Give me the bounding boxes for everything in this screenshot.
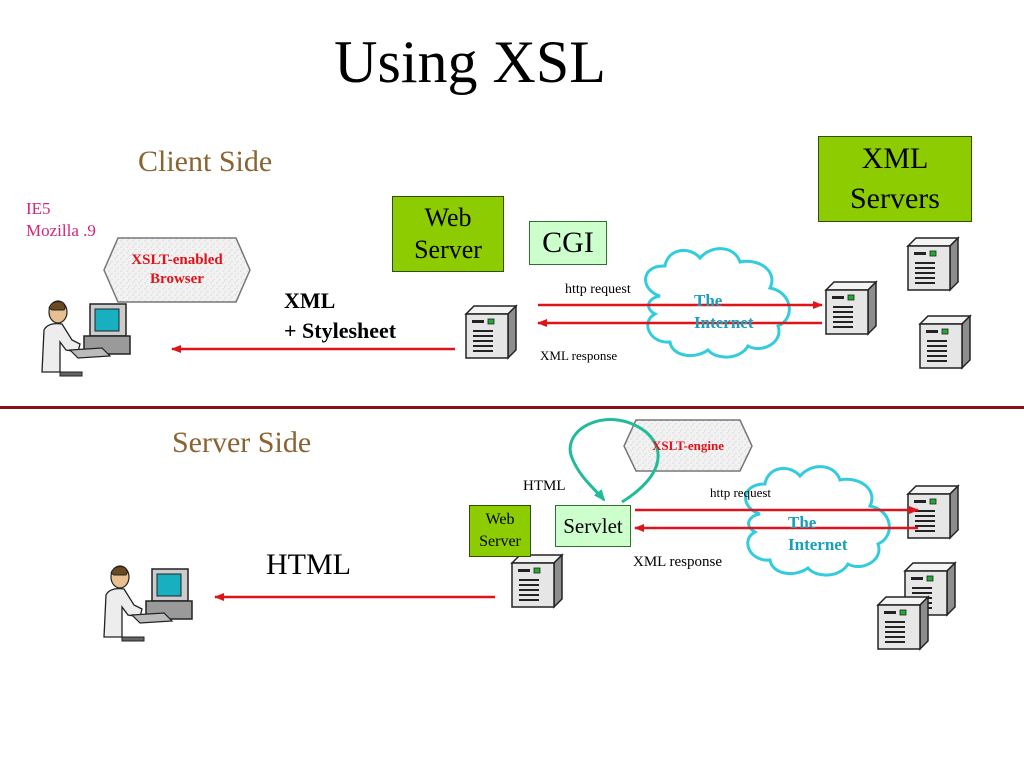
xml-servers-line2: Servers xyxy=(850,182,940,215)
page-title: Using XSL xyxy=(334,29,606,95)
servlet-box: Servlet xyxy=(555,505,631,547)
internet-label-client-line1: The xyxy=(694,291,723,310)
xml-response-label-server: XML response xyxy=(633,554,723,570)
internet-label-server-line1: The xyxy=(788,513,817,532)
http-request-label-client: http request xyxy=(565,282,631,297)
web-server-icon xyxy=(465,305,517,359)
xslt-engine-curve-arrow xyxy=(568,418,660,504)
xml-server-icon-3 xyxy=(919,315,971,369)
internet-cloud-icon-server xyxy=(744,465,891,577)
xml-stylesheet-line2: + Stylesheet xyxy=(284,318,397,343)
servlet-host-server-icon xyxy=(511,554,563,608)
browser-version-list: IE5 Mozilla .9 xyxy=(26,198,96,242)
xslt-engine-badge xyxy=(623,419,753,472)
http-request-label-server: http request xyxy=(710,485,772,500)
internet-cloud-icon-client xyxy=(644,247,791,359)
internet-label-server: The Internet xyxy=(788,512,847,556)
server-user-icon xyxy=(103,565,193,642)
xml-stylesheet-line1: XML xyxy=(284,288,336,313)
browser-version-mozilla: Mozilla .9 xyxy=(26,221,96,240)
html-small-label: HTML xyxy=(523,478,566,494)
xml-response-label-client: XML response xyxy=(540,348,618,363)
xslt-engine-label: XSLT-engine xyxy=(651,437,724,453)
xslt-browser-label-line2: Browser xyxy=(150,271,204,287)
web-server-box-client: Web Server xyxy=(392,196,504,272)
xml-server-icon-1 xyxy=(825,281,877,335)
xml-stylesheet-label: XML + Stylesheet xyxy=(284,286,396,346)
xml-servers-line1: XML xyxy=(861,142,929,175)
browser-version-ie5: IE5 xyxy=(26,199,51,218)
internet-label-client: The Internet xyxy=(694,290,753,334)
internet-label-server-line2: Internet xyxy=(788,535,848,554)
server-side-label: Server Side xyxy=(172,426,312,459)
html-label: HTML xyxy=(266,548,351,581)
client-user-icon xyxy=(41,300,131,377)
remote-server-icon-1 xyxy=(907,485,959,539)
web-server-line2: Server xyxy=(414,235,482,264)
xml-server-icon-2 xyxy=(907,237,959,291)
xslt-browser-label: XSLT-enabled Browser xyxy=(104,238,250,302)
remote-server-icon-3 xyxy=(877,596,929,650)
cgi-box: CGI xyxy=(529,221,607,265)
web-server-line1: Web xyxy=(424,203,472,232)
xslt-browser-label-line1: XSLT-enabled xyxy=(131,252,223,268)
web-server-server-line1: Web xyxy=(485,511,515,528)
xml-servers-box: XML Servers xyxy=(818,136,972,222)
web-server-box-server: Web Server xyxy=(469,505,531,557)
web-server-server-line2: Server xyxy=(479,533,521,550)
client-side-label: Client Side xyxy=(138,145,273,178)
section-divider xyxy=(0,406,1024,409)
xslt-browser-badge xyxy=(103,237,251,303)
internet-label-client-line2: Internet xyxy=(694,313,754,332)
